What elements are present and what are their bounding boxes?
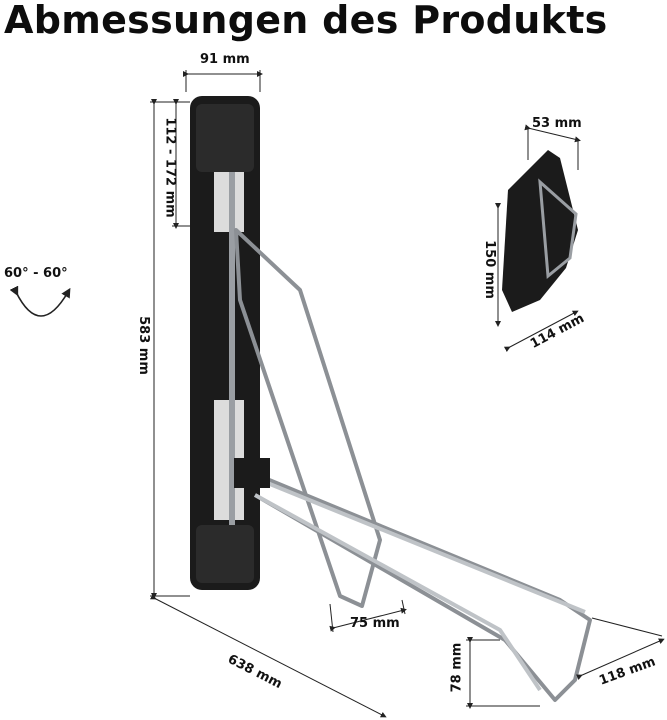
dim-top-section: 112 - 172 mm <box>162 117 178 218</box>
dim-arm-height: 78 mm <box>449 642 465 693</box>
dim-hook-gap: 75 mm <box>350 616 400 631</box>
dim-total-height: 583 mm <box>135 316 151 375</box>
page-title: Abmessungen des Produkts <box>4 0 608 42</box>
dim-clip-width: 53 mm <box>532 116 582 131</box>
dim-clip-height: 150 mm <box>481 240 497 299</box>
rotation-arrow-icon <box>9 285 71 317</box>
clip-detail <box>495 124 581 353</box>
dimension-lines <box>149 70 665 718</box>
wall-rail <box>190 96 260 590</box>
dim-rotation: 60° - 60° <box>4 266 68 281</box>
dim-width-top: 91 mm <box>200 52 250 67</box>
